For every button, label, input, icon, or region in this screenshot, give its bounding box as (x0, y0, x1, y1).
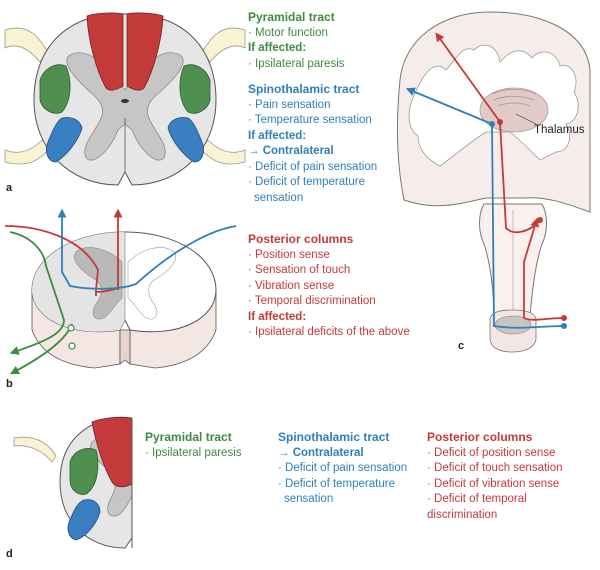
red-path-spinal (523, 217, 565, 321)
segment-right-gray (127, 247, 176, 320)
d-spinothalamic-tract (67, 499, 101, 541)
d-spinothalamic-item: · Deficit of temperature (278, 477, 395, 490)
posterior-item: · Vibration sense (248, 279, 335, 292)
pyramidal-item: · Motor function (248, 26, 328, 39)
spinothalamic-tract-left (46, 117, 83, 163)
panel-b-posterior-text: Posterior columns · Position sense · Sen… (248, 232, 410, 341)
panel-a-pyramidal-text: Pyramidal tract · Motor function If affe… (248, 10, 345, 72)
d-pyramidal-item: · Ipsilateral paresis (145, 446, 242, 459)
d-posterior-item: · Deficit of touch sensation (427, 462, 563, 474)
spinothalamic-affected-item: · Deficit of temperature (248, 176, 365, 188)
pyramidal-tract-left (39, 64, 71, 114)
d-spinothalamic-highlight: → Contralateral (278, 446, 364, 459)
posterior-title: Posterior columns (248, 232, 354, 246)
d-spinothalamic-item: sensation (284, 493, 334, 505)
posterior-item: · Sensation of touch (248, 264, 351, 276)
red-tract-entry (4, 225, 99, 291)
spinothalamic-title: Spinothalamic tract (248, 82, 360, 96)
panel-c-brain (396, 11, 591, 353)
pyramidal-affected-item: · Ipsilateral paresis (248, 57, 345, 70)
pyramidal-title: Pyramidal tract (248, 10, 335, 24)
panel-label-b: b (6, 378, 13, 390)
d-spinothalamic-title: Spinothalamic tract (278, 430, 390, 444)
d-posterior-item: · Deficit of temporal discrimination (427, 493, 527, 521)
blue-tract (57, 208, 237, 290)
posterior-affected-label: If affected: (248, 310, 307, 323)
posterior-affected-item: · Ipsilateral deficits of the above (248, 326, 410, 338)
panel-label-a: a (6, 182, 13, 194)
panel-d-posterior-text: Posterior columns · Deficit of position … (427, 430, 600, 523)
panel-b-spinal-segment (4, 208, 237, 375)
pyramidal-affected-label: If affected: (248, 42, 307, 54)
red-path-brain (435, 32, 541, 234)
panel-d-spinal-cord (13, 416, 133, 549)
d-posterior-column (91, 416, 133, 488)
panel-a-spinothalamic-text: Spinothalamic tract · Pain sensation · T… (248, 82, 377, 206)
d-posterior-title: Posterior columns (427, 430, 533, 444)
spinothalamic-item: · Pain sensation (248, 98, 331, 111)
segment-fissure (119, 329, 131, 365)
posterior-item: · Position sense (248, 248, 330, 261)
panel-a-spinal-cord (4, 12, 246, 186)
panel-d-pyramidal-text: Pyramidal tract · Ipsilateral paresis (145, 430, 242, 461)
pyramidal-tract-right (179, 64, 211, 114)
green-tract-line-1 (9, 231, 65, 355)
spinothalamic-affected-label: If affected: (248, 129, 307, 142)
d-pyramidal-title: Pyramidal tract (145, 430, 232, 444)
panel-label-d: d (6, 548, 13, 560)
d-posterior-item: · Deficit of vibration sense (427, 477, 560, 490)
root-upper-left (4, 27, 49, 63)
spinothalamic-item: · Temperature sensation (248, 114, 372, 126)
root-lower-right (199, 139, 246, 165)
posterior-column-right (126, 12, 164, 91)
d-pyramidal-tract (69, 448, 99, 495)
segment-left-gray (74, 247, 123, 320)
spinothalamic-affected-item: sensation (254, 191, 304, 204)
central-canal (121, 99, 129, 103)
d-spinothalamic-item: · Deficit of pain sensation (278, 462, 408, 474)
panel-label-c: c (458, 340, 465, 352)
spinothalamic-affected-item: · Deficit of pain sensation (248, 160, 378, 173)
thalamus-label: Thalamus (534, 124, 585, 136)
panel-d-spinothalamic-text: Spinothalamic tract → Contralateral · De… (278, 430, 407, 508)
root-upper-right (201, 27, 246, 63)
spinothalamic-tract-right (167, 117, 204, 163)
blue-path (405, 87, 565, 329)
d-posterior-item: · Deficit of position sense (427, 446, 556, 459)
posterior-item: · Temporal discrimination (248, 295, 376, 307)
spinothalamic-affected-highlight: → Contralateral (248, 145, 334, 157)
posterior-column-left (86, 12, 124, 91)
root-lower-left (4, 139, 51, 165)
